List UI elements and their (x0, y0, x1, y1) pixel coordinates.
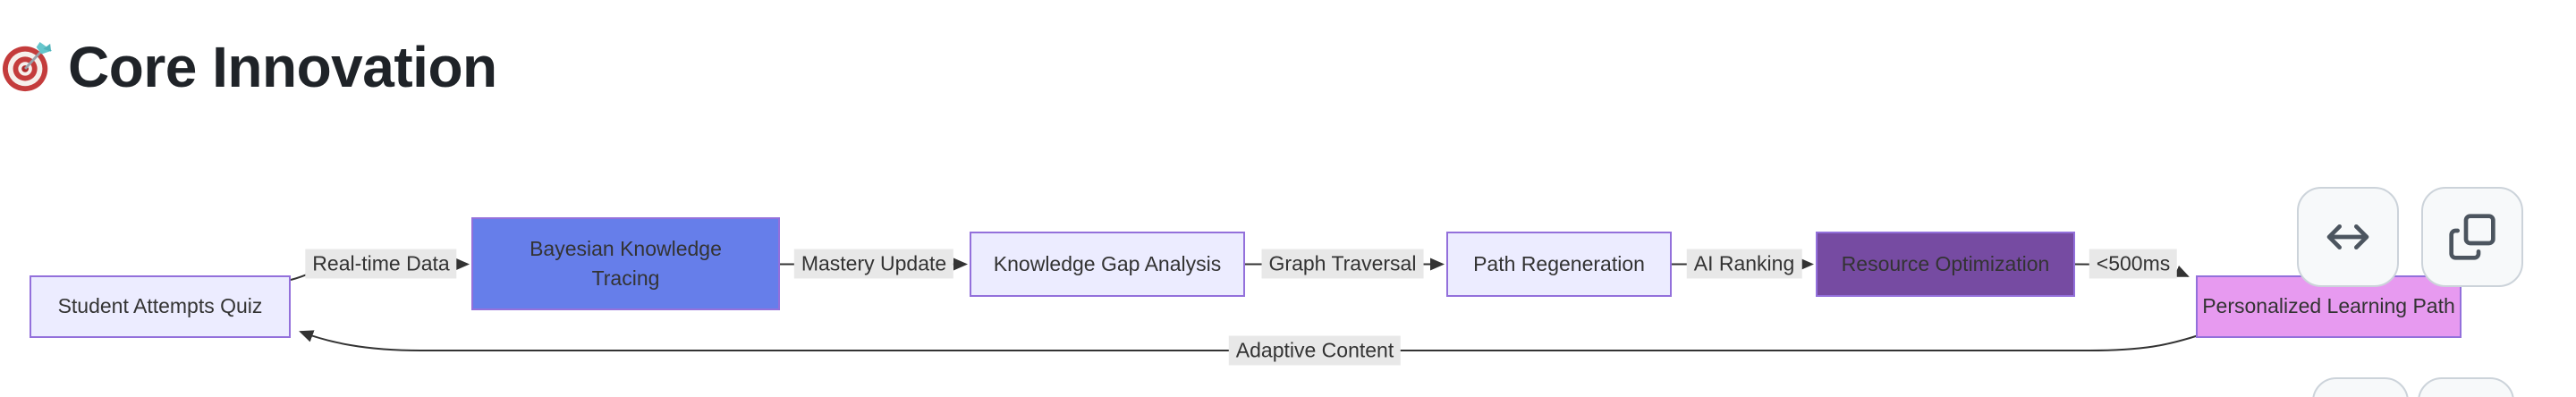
copy-diagram-button[interactable] (2421, 187, 2523, 287)
node-resource-optimization: Resource Optimization (1816, 232, 2075, 297)
node-path-regeneration: Path Regeneration (1446, 232, 1672, 297)
edge-label-adaptive-content: Adaptive Content (1228, 335, 1402, 366)
node-knowledge-gap-analysis: Knowledge Gap Analysis (970, 232, 1245, 297)
page-header: Core Innovation (2, 34, 497, 100)
edge-label-real-time-data: Real-time Data (305, 249, 457, 279)
node-bayesian-knowledge-tracing: Bayesian Knowledge Tracing (471, 217, 780, 310)
edge-label-mastery-update: Mastery Update (793, 249, 954, 279)
edge-label-latency-500ms: <500ms (2089, 249, 2178, 279)
partial-toolbar-button-1[interactable] (2312, 377, 2409, 397)
partial-toolbar-button-2[interactable] (2418, 377, 2514, 397)
edge-label-ai-ranking: AI Ranking (1686, 249, 1802, 279)
expand-horizontal-icon (2326, 224, 2369, 249)
dart-target-emoji (2, 41, 53, 92)
edge-label-graph-traversal: Graph Traversal (1261, 249, 1424, 279)
copy-icon (2449, 214, 2496, 260)
node-student-attempts-quiz: Student Attempts Quiz (30, 275, 291, 338)
page-title: Core Innovation (68, 35, 497, 99)
node-personalized-learning-path: Personalized Learning Path (2196, 275, 2462, 338)
expand-diagram-button[interactable] (2297, 187, 2399, 287)
